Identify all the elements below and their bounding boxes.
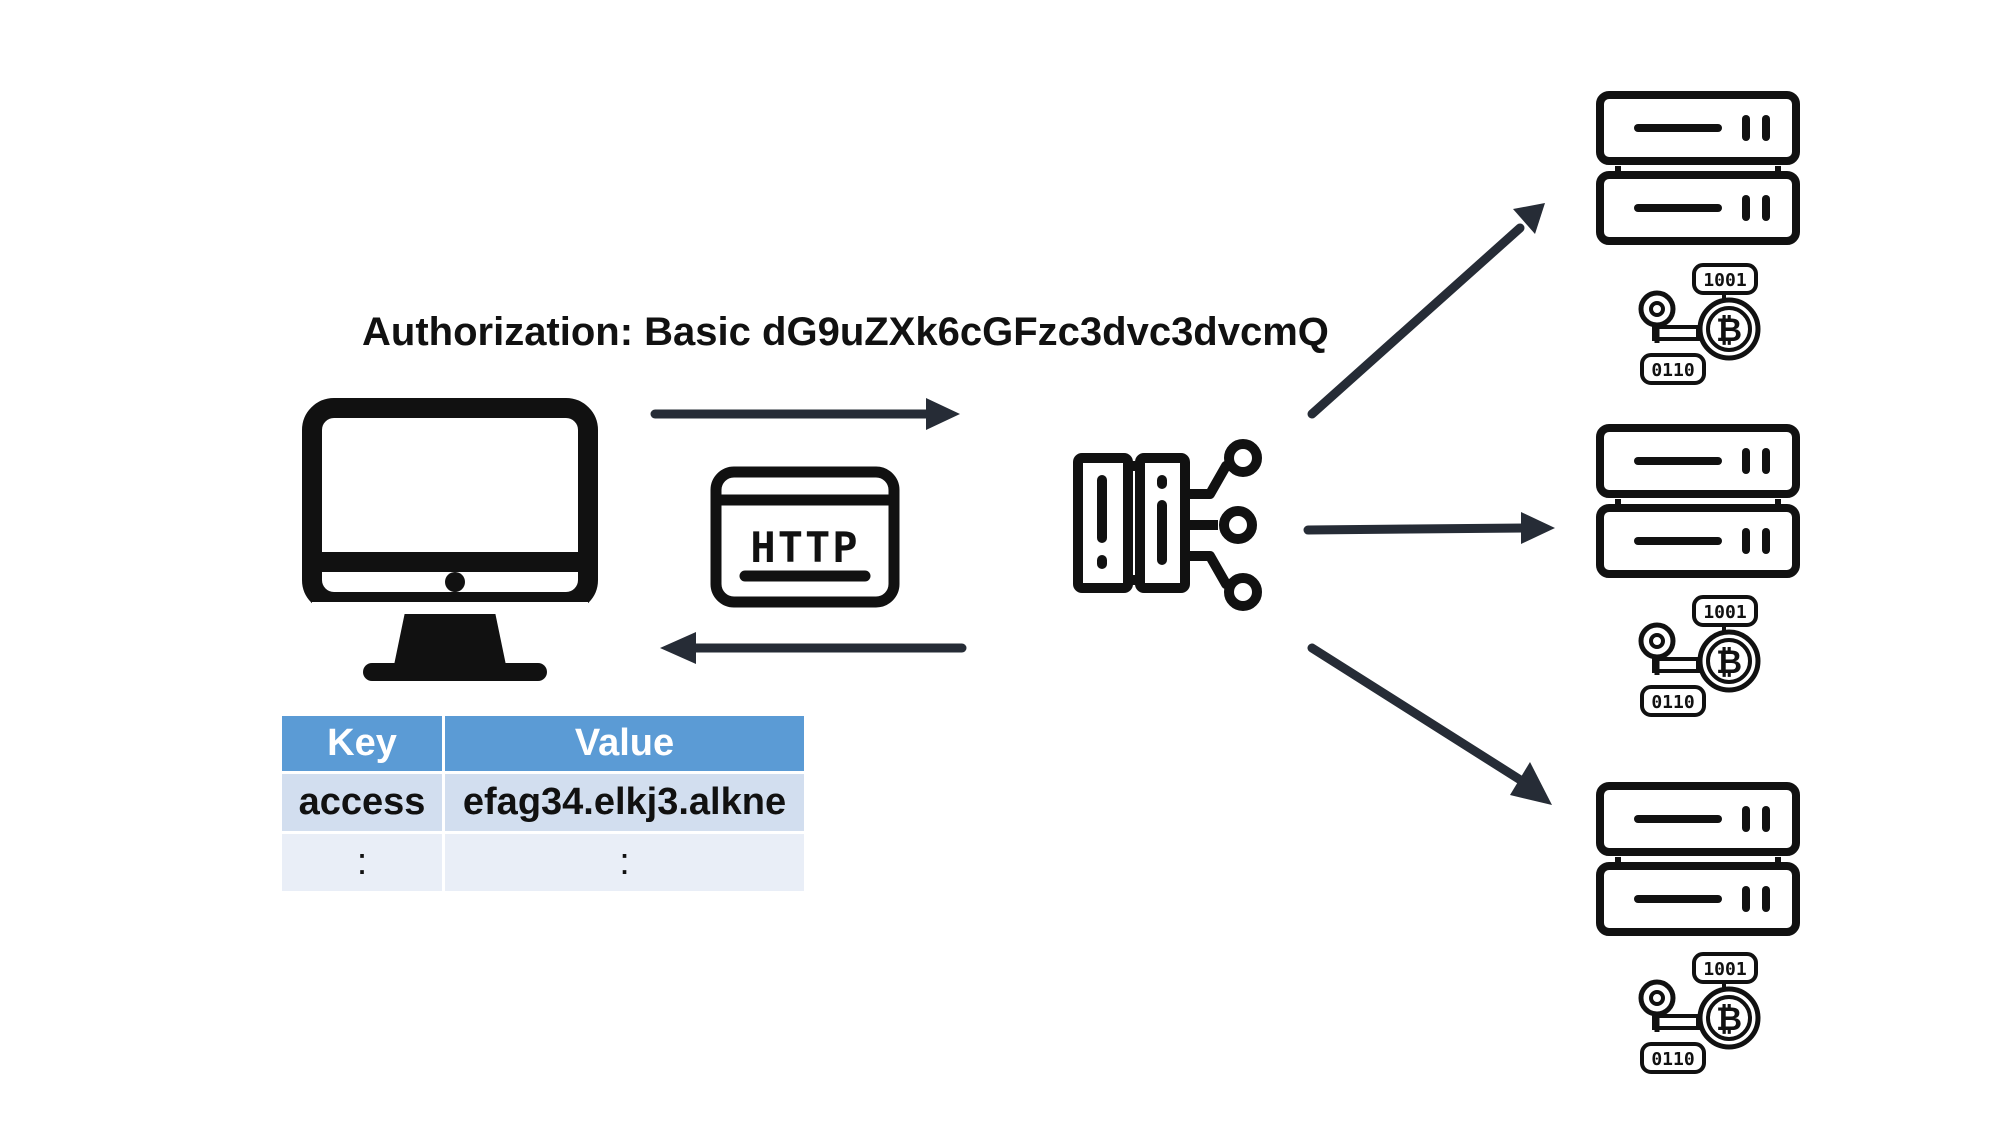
bitcoin-binary-icon: 1001 0110: [1641, 265, 1758, 383]
key-value-table: Key Value access efag34.elkj3.alkne : :: [279, 713, 807, 894]
request-arrow: [650, 398, 960, 430]
response-arrow: [660, 632, 967, 664]
arrow-to-server-middle: [1303, 512, 1555, 544]
desktop-monitor-icon: [302, 398, 598, 681]
badge-bottom-text: 0110: [1651, 1049, 1694, 1070]
table-row: access efag34.elkj3.alkne: [282, 774, 804, 831]
load-balancer-icon: [1073, 439, 1262, 611]
value-cell: :: [445, 834, 804, 891]
key-column-header: Key: [282, 716, 442, 771]
authorization-header-text: Authorization: Basic dG9uZXk6cGFzc3dvc3d…: [362, 310, 1329, 354]
badge-top-text: 1001: [1703, 602, 1746, 623]
key-cell: :: [282, 834, 442, 891]
value-cell: efag34.elkj3.alkne: [445, 774, 804, 831]
badge-top-text: 1001: [1703, 959, 1746, 980]
arrow-to-server-top: [1307, 203, 1545, 419]
server-rack-icon: [1600, 428, 1796, 574]
http-browser-icon: HTTP: [710, 466, 900, 608]
arrow-to-server-bottom: [1307, 643, 1552, 805]
badge-top-text: 1001: [1703, 270, 1746, 291]
bitcoin-binary-icon: 1001 0110: [1641, 597, 1758, 715]
server-bottom: 1001 0110: [1600, 786, 1796, 1072]
table-row: : :: [282, 834, 804, 891]
bitcoin-binary-icon: 1001 0110: [1641, 954, 1758, 1072]
value-column-header: Value: [445, 716, 804, 771]
badge-bottom-text: 0110: [1651, 360, 1694, 381]
key-cell: access: [282, 774, 442, 831]
server-middle: 1001 0110: [1600, 428, 1796, 715]
server-top: 1001 0110: [1600, 95, 1796, 383]
badge-bottom-text: 0110: [1651, 692, 1694, 713]
table-header-row: Key Value: [282, 716, 804, 771]
http-label: HTTP: [750, 523, 859, 572]
server-rack-icon: [1600, 786, 1796, 932]
server-rack-icon: [1600, 95, 1796, 241]
